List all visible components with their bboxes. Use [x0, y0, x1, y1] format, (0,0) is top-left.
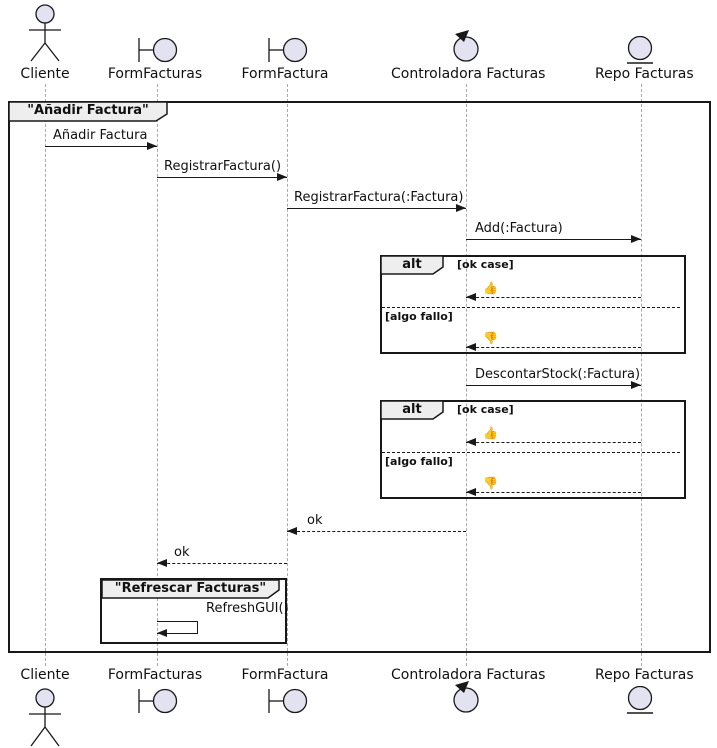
message-label-registrarfactura: RegistrarFactura() [164, 159, 282, 174]
thumbs-up-icon: 👍 [483, 281, 498, 295]
message-label-registrarfactura-param: RegistrarFactura(:Factura) [294, 190, 464, 205]
alt-operator-label: alt [402, 402, 422, 417]
arrowhead [466, 343, 476, 351]
participant-label-repo-top: Repo Facturas [595, 66, 694, 82]
arrowhead [287, 527, 297, 535]
participant-label-formfacturas-top: FormFacturas [107, 66, 203, 82]
participant-label-controladora-top: Controladora Facturas [391, 66, 546, 82]
thumbs-up-icon: 👍 [483, 426, 498, 440]
message-label-refreshgui: RefreshGUI() [206, 601, 289, 616]
frame-anadir-factura-tab: "Añadir Factura" [8, 101, 168, 122]
participant-label-controladora-bottom: Controladora Facturas [391, 667, 546, 683]
frame-refrescar-facturas [100, 578, 287, 644]
arrowhead [157, 629, 167, 637]
boundary-icon [138, 37, 178, 63]
self-message-line [197, 621, 198, 633]
message-line [287, 208, 466, 209]
lifeline-formfacturas [157, 84, 158, 666]
message-label-add-factura: Add(:Factura) [475, 221, 563, 236]
participant-label-formfactura-bottom: FormFactura [241, 667, 329, 683]
lifeline-repo-facturas [641, 84, 642, 666]
alt-operator-label: alt [402, 257, 422, 272]
alt-divider [382, 307, 680, 308]
guard-algo-fallo: [algo fallo] [385, 455, 453, 468]
thumbs-down-icon: 👎 [483, 476, 498, 490]
alt-frame-2 [380, 400, 686, 499]
guard-algo-fallo: [algo fallo] [385, 310, 453, 323]
arrowhead [157, 559, 167, 567]
message-label-ok-2: ok [174, 545, 190, 560]
return-line [466, 347, 641, 348]
arrowhead [631, 235, 641, 243]
participant-label-repo-bottom: Repo Facturas [595, 667, 694, 683]
participant-label-cliente-top: Cliente [20, 66, 70, 82]
alt-frame-1 [380, 255, 686, 354]
arrowhead [277, 173, 287, 181]
entity-icon [627, 36, 653, 64]
return-line [466, 492, 641, 493]
guard-ok-case: [ok case] [457, 258, 514, 271]
message-line [157, 177, 287, 178]
boundary-icon [268, 37, 308, 63]
arrowhead [466, 293, 476, 301]
arrowhead [466, 438, 476, 446]
thumbs-down-icon: 👎 [483, 331, 498, 345]
arrowhead [631, 381, 641, 389]
control-icon [453, 681, 479, 713]
actor-icon [29, 4, 61, 62]
lifeline-formfactura [287, 84, 288, 666]
boundary-icon [138, 688, 178, 714]
message-label-ok-1: ok [307, 513, 323, 528]
control-icon [453, 30, 479, 62]
message-label-descontarstock: DescontarStock(:Factura) [475, 367, 641, 382]
arrowhead [466, 488, 476, 496]
participant-label-formfactura-top: FormFactura [241, 66, 329, 82]
self-message-line [157, 621, 198, 622]
message-line [45, 146, 157, 147]
actor-icon [29, 688, 61, 747]
message-line [466, 385, 641, 386]
participant-label-formfacturas-bottom: FormFacturas [107, 667, 203, 683]
frame-anadir-factura [8, 101, 711, 653]
message-label-anadir-factura: Añadir Factura [53, 128, 148, 143]
return-line [466, 297, 641, 298]
frame-refrescar-facturas-title: "Refrescar Facturas" [114, 581, 267, 596]
frame-anadir-factura-title: "Añadir Factura" [27, 103, 149, 118]
entity-icon [627, 686, 653, 714]
alt-divider [382, 452, 680, 453]
return-line [157, 563, 287, 564]
alt-frame-2-tab: alt [380, 400, 444, 420]
arrowhead [147, 142, 157, 150]
alt-frame-1-tab: alt [380, 255, 444, 275]
frame-refrescar-facturas-tab: "Refrescar Facturas" [101, 579, 280, 599]
return-line [466, 442, 641, 443]
return-line [287, 531, 466, 532]
self-message-line [157, 633, 198, 634]
message-line [466, 239, 641, 240]
lifeline-cliente [45, 84, 46, 666]
boundary-icon [268, 688, 308, 714]
participant-label-cliente-bottom: Cliente [20, 667, 70, 683]
lifeline-controladora-facturas [466, 84, 467, 666]
arrowhead [456, 204, 466, 212]
guard-ok-case: [ok case] [457, 403, 514, 416]
